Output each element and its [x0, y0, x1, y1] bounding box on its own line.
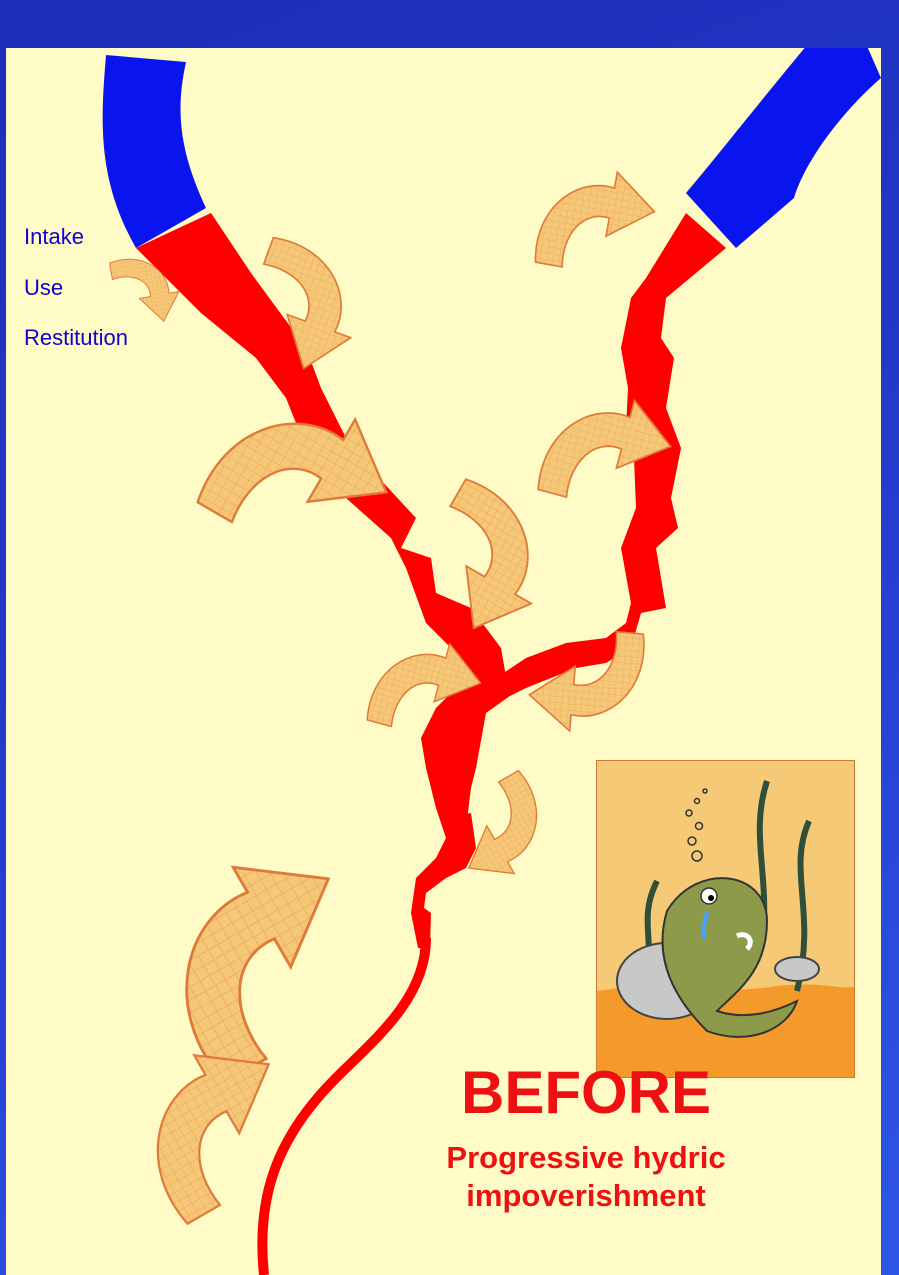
sad-fish-illustration: [596, 760, 855, 1078]
caption-subtitle-line2: impoverishment: [386, 1178, 786, 1214]
diagram-panel: Intake Use Restitution BEFORE Progressiv…: [6, 48, 881, 1275]
legend-intake: Intake: [24, 224, 84, 250]
intake-pipe-left: [103, 55, 206, 248]
caption-subtitle-line1: Progressive hydric: [386, 1140, 786, 1176]
intake-pipe-right: [686, 48, 881, 248]
sad-fish-icon: [597, 761, 854, 1077]
river-right-branch: [496, 213, 726, 698]
legend-use: Use: [24, 275, 63, 301]
legend-restitution: Restitution: [24, 325, 128, 351]
river-downstream: [411, 813, 476, 948]
caption-title: BEFORE: [386, 1058, 786, 1127]
